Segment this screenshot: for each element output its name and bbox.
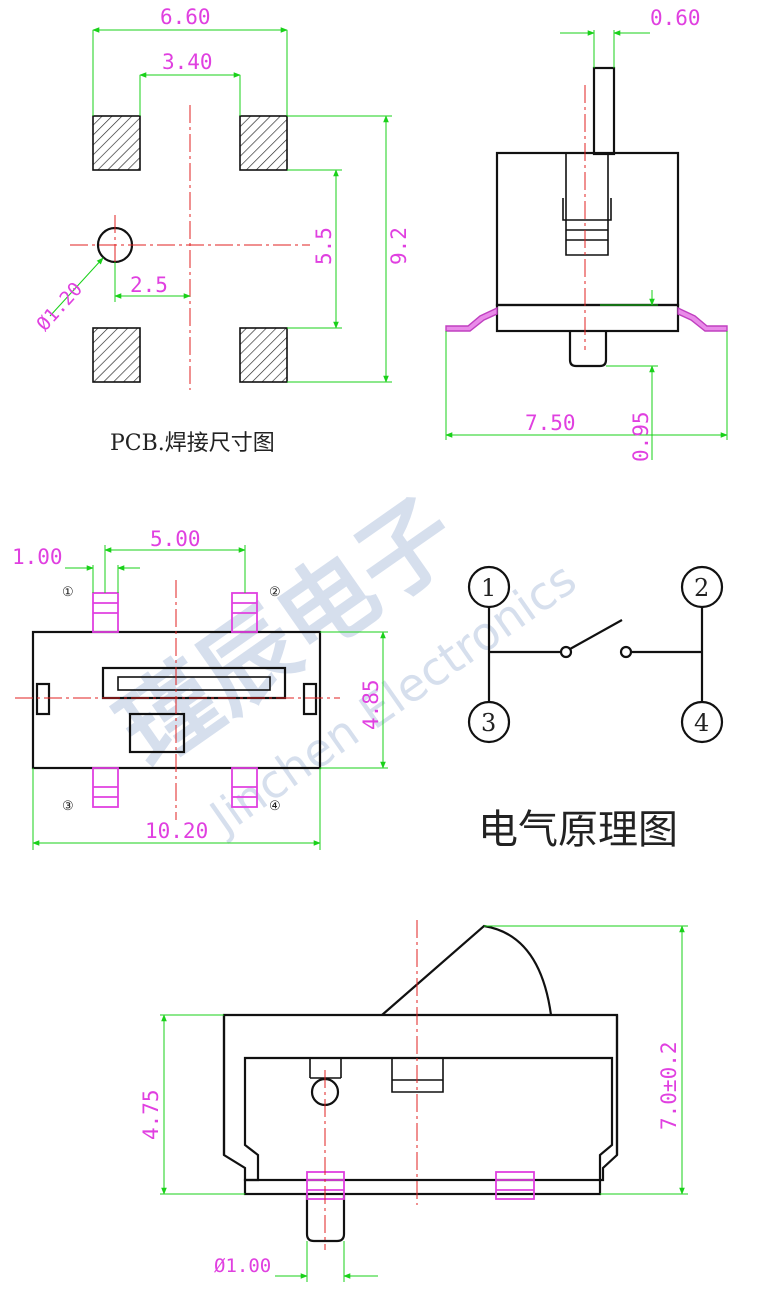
side-lead-right: [677, 306, 728, 332]
dim-top-pin-width: 1.00: [12, 545, 63, 569]
schematic-pin-label-2: 2: [694, 574, 709, 602]
pcb-pad-4: [239, 327, 288, 383]
dim-front-body-height: 4.75: [139, 1089, 163, 1140]
dim-pcb-width: 6.60: [160, 5, 211, 29]
top-pin-label-4: ④: [269, 799, 281, 814]
front-actuator: [381, 924, 553, 1016]
dim-pcb-hole-offset: 2.5: [130, 273, 168, 297]
pcb-pad-1: [92, 115, 141, 171]
dim-pcb-height: 9.2: [387, 227, 411, 265]
schematic-pin-label-1: 1: [481, 574, 496, 602]
dim-front-total-height: 7.0±0.2: [657, 1041, 681, 1130]
side-base: [495, 303, 680, 333]
front-body: [222, 1013, 619, 1182]
dim-pcb-pad-gap: 3.40: [162, 50, 213, 74]
pcb-caption: PCB.焊接尺寸图: [110, 431, 275, 456]
dim-side-total-width: 7.50: [525, 411, 576, 435]
dim-pcb-pad-pitch: 5.5: [312, 227, 336, 265]
dim-side-actuator-width: 0.60: [650, 6, 701, 30]
schematic-switch-blade: [569, 619, 623, 650]
schematic: 1 2 3 4 电气原理图: [467, 565, 724, 853]
schematic-contact-left: [559, 645, 573, 659]
top-pin-label-1: ①: [62, 585, 74, 600]
schematic-contact-right: [619, 645, 633, 659]
schematic-pin-label-4: 4: [694, 709, 709, 737]
top-view: ① ② ③ ④ 1.00 5.00 4.85 10.20: [12, 527, 388, 850]
schematic-caption: 电气原理图: [478, 807, 678, 853]
top-pin-label-2: ②: [269, 585, 281, 600]
side-bottom-post: [568, 331, 608, 368]
dim-front-post-diameter: Ø1.00: [214, 1255, 271, 1277]
dim-top-body-height: 4.85: [359, 679, 383, 730]
pcb-pad-2: [239, 115, 288, 171]
schematic-pin-label-3: 3: [481, 709, 496, 737]
top-pin-label-3: ③: [62, 799, 74, 814]
front-base: [243, 1178, 602, 1196]
dim-pcb-hole-diameter: Ø1.20: [32, 278, 87, 335]
top-label-area: [128, 712, 186, 754]
side-lead-left: [445, 306, 498, 332]
front-view: 4.75 7.0±0.2 Ø1.00: [139, 920, 688, 1282]
dim-side-offset: 0.95: [629, 411, 653, 462]
pcb-pad-3: [92, 327, 141, 383]
dim-top-body-length: 10.20: [145, 819, 208, 843]
front-bottom-post: [305, 1194, 346, 1243]
dim-top-pin-pitch: 5.00: [150, 527, 201, 551]
side-view: 0.60 7.50 0.95: [445, 6, 728, 462]
front-terminal-right: [495, 1171, 535, 1200]
side-body: [495, 151, 680, 307]
side-actuator: [592, 66, 616, 156]
pcb-footprint-view: 6.60 3.40 9.2 5.5 2.5 Ø1.20 PCB.焊接尺寸图: [32, 5, 411, 456]
